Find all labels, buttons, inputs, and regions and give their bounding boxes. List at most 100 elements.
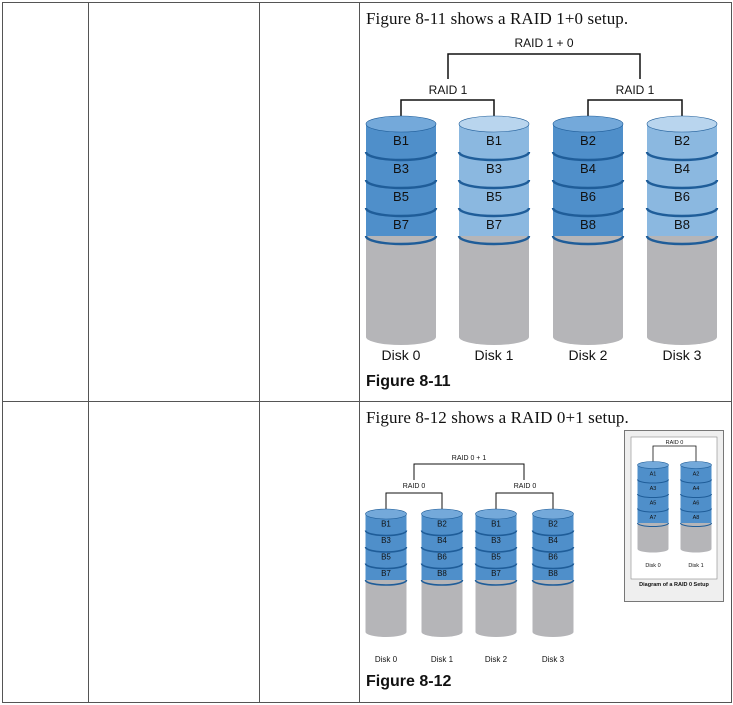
block-label: B4 <box>580 161 596 176</box>
block-label: B1 <box>381 520 391 529</box>
block-label: B8 <box>437 569 447 578</box>
table-cell <box>88 2 260 402</box>
figure-caption: Figure 8-12 <box>366 673 452 690</box>
block-label: A1 <box>650 471 657 477</box>
disk-body <box>532 580 574 637</box>
block-label: B6 <box>674 189 690 204</box>
table-cell <box>259 401 360 703</box>
disk-band <box>420 546 464 553</box>
disk-band <box>531 579 575 586</box>
disk-blue-body <box>459 124 529 236</box>
disk-band <box>457 179 531 190</box>
block-label: B1 <box>486 133 502 148</box>
block-label: B3 <box>491 536 501 545</box>
disk-band <box>645 179 719 190</box>
raid-group-label: RAID 0 <box>514 483 537 490</box>
table-cell <box>2 2 89 402</box>
disk-band <box>679 522 713 528</box>
disk-band <box>364 207 438 218</box>
block-label: B5 <box>381 553 391 562</box>
disk-blue-body <box>680 465 712 523</box>
disk-band <box>679 479 713 484</box>
table-row: Figure 8-12 shows a RAID 0+1 setup. RAID… <box>2 401 732 703</box>
block-label: B5 <box>393 189 409 204</box>
raid-top-bracket <box>652 445 697 465</box>
disk-band <box>457 235 531 246</box>
disk-body <box>647 236 717 345</box>
disk-label: Disk 3 <box>663 347 702 363</box>
raid-top-label: RAID 0 + 1 <box>452 455 487 462</box>
block-label: B2 <box>437 520 447 529</box>
figure-cell: Figure 8-11 shows a RAID 1+0 setup. RAID… <box>359 2 732 402</box>
block-label: B8 <box>580 217 596 232</box>
figure-caption: Figure 8-11 <box>366 373 451 390</box>
disk-band <box>420 530 464 537</box>
disk-band <box>420 579 464 586</box>
disk-top-cap <box>552 115 624 133</box>
raid-group-bracket <box>495 492 554 514</box>
disk-band <box>420 563 464 570</box>
disk-band <box>364 563 408 570</box>
disk-label: Disk 0 <box>382 347 421 363</box>
disk-blue-body <box>637 465 669 523</box>
block-label: A8 <box>693 515 700 521</box>
disk-top-cap <box>475 508 517 520</box>
disk-band <box>636 493 670 499</box>
disk-band <box>364 179 438 190</box>
disk-label: Disk 0 <box>645 563 660 569</box>
disk-blue-body <box>647 124 717 236</box>
disk-label: Disk 1 <box>475 347 514 363</box>
block-label: A4 <box>693 486 700 492</box>
disk-body <box>459 236 529 345</box>
disk-band <box>636 508 670 513</box>
disk-top-cap <box>646 115 718 133</box>
disk-top-cap <box>458 115 530 133</box>
block-label: A2 <box>693 471 700 477</box>
block-label: B7 <box>393 217 409 232</box>
disk-top-cap <box>680 461 712 469</box>
inset-caption: Diagram of a RAID 0 Setup <box>639 582 709 588</box>
block-label: B3 <box>381 536 391 545</box>
block-label: B1 <box>491 520 501 529</box>
disk-band <box>531 546 575 553</box>
table-cell <box>2 401 89 703</box>
disk-band <box>474 579 518 586</box>
table-cell <box>88 401 260 703</box>
block-label: B4 <box>548 536 558 545</box>
disk-body <box>475 580 517 637</box>
disk-band <box>364 546 408 553</box>
raid-group-label: RAID 0 <box>403 483 426 490</box>
disk-band <box>531 563 575 570</box>
raid-top-label: RAID 1 + 0 <box>514 36 573 50</box>
figure-intro-text: Figure 8-12 shows a RAID 0+1 setup. <box>366 408 629 427</box>
disk-band <box>645 207 719 218</box>
block-label: A6 <box>693 500 700 506</box>
disk-label: Disk 1 <box>688 563 703 569</box>
disk-band <box>551 151 625 162</box>
disk-band <box>457 151 531 162</box>
disk-body <box>553 236 623 345</box>
block-label: B7 <box>491 569 501 578</box>
disk-label: Disk 2 <box>485 655 508 664</box>
disk-body <box>680 523 712 553</box>
block-label: B3 <box>486 161 502 176</box>
block-label: B2 <box>674 133 690 148</box>
disk-band <box>636 479 670 484</box>
block-label: A7 <box>650 515 657 521</box>
disk-body <box>365 580 407 637</box>
raid-group-label: RAID 1 <box>429 83 468 97</box>
block-label: B4 <box>674 161 690 176</box>
block-label: B2 <box>580 133 596 148</box>
disk-band <box>551 207 625 218</box>
table-cell <box>259 2 360 402</box>
disk-label: Disk 2 <box>569 347 608 363</box>
disk-top-cap <box>365 115 437 133</box>
